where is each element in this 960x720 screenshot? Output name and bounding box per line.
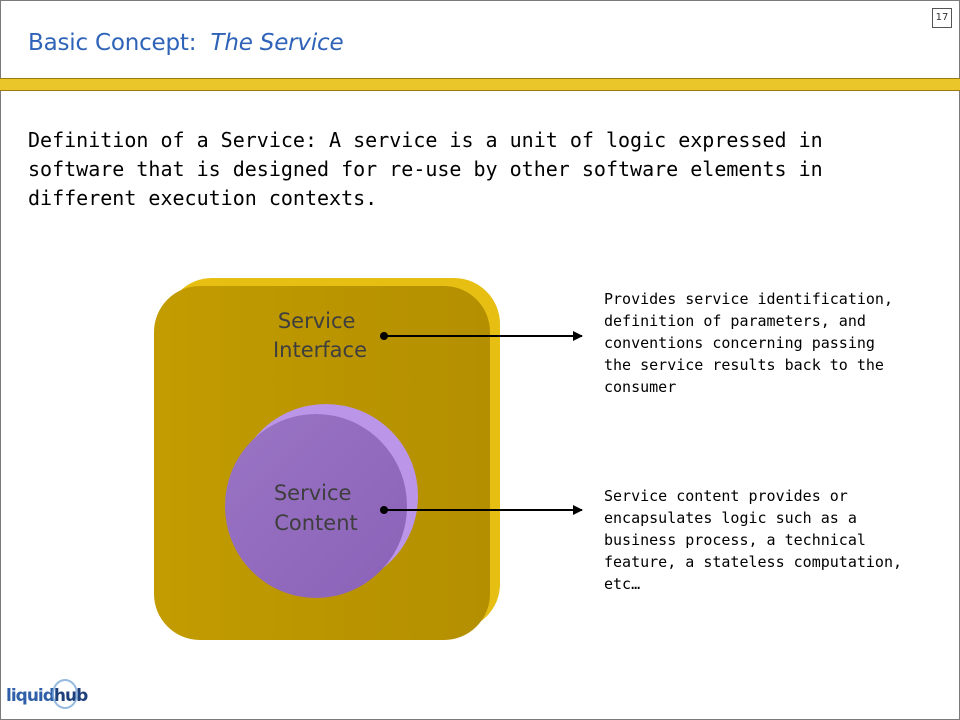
interface-label: Service Interface (273, 309, 367, 362)
slide-title: Basic Concept: The Service (28, 30, 344, 56)
interface-description: Provides service identification, definit… (604, 290, 893, 396)
content-label-line1: Service (274, 481, 352, 505)
interface-connector (380, 331, 583, 341)
logo-ring-icon (52, 679, 78, 709)
logo-text-liquid: liquid (6, 686, 55, 706)
service-definition: Definition of a Service: A service is a … (28, 128, 823, 210)
title-italic: The Service (210, 30, 344, 56)
title-divider-bar (0, 78, 960, 91)
page-number: 17 (932, 8, 952, 28)
liquidhub-logo: liquidhub (6, 678, 88, 714)
content-connector (380, 505, 583, 515)
content-disk-front (225, 414, 407, 598)
content-label-line2: Content (274, 511, 358, 535)
service-content-shape (225, 404, 418, 598)
interface-label-line2: Interface (273, 338, 367, 362)
interface-label-line1: Service (278, 309, 356, 333)
content-description: Service content provides or encapsulates… (604, 487, 903, 593)
content-label: Service Content (274, 481, 358, 535)
title-plain: Basic Concept: (28, 30, 197, 56)
